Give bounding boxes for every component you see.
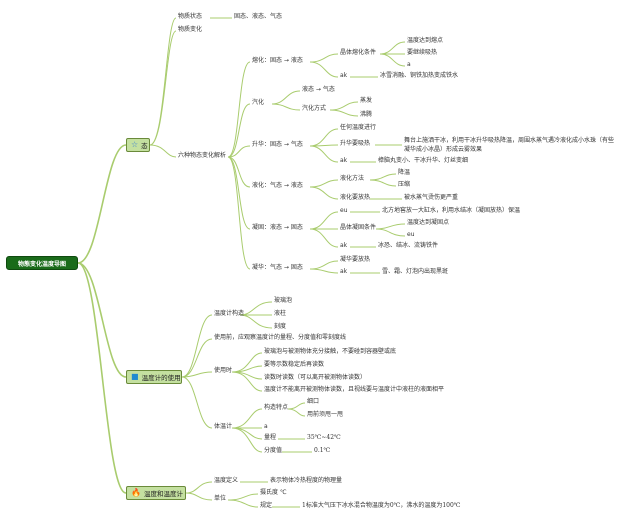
node-sublim-s1[interactable]: 任何温度进行	[340, 124, 377, 131]
node-before-use[interactable]: 使用前，应观察温度计的量程、分度值和零刻度线	[214, 334, 347, 341]
node-solid-c1[interactable]: 温度达到凝固点	[407, 219, 450, 226]
node-desub-ex-label[interactable]: ak	[340, 268, 348, 275]
node-six-changes[interactable]: 六种物态变化解析	[178, 152, 227, 159]
node-vapor-sub1[interactable]: 液态 → 气态	[302, 86, 335, 93]
node-struct-3[interactable]: 刻度	[274, 323, 287, 330]
node-solid-ex[interactable]: 北方地窖放一大缸水，利用水结冰（凝固放热）保温	[382, 207, 521, 214]
star-icon: ☆	[131, 140, 139, 149]
node-temp-unit[interactable]: 单位	[214, 495, 227, 502]
node-temp-def[interactable]: 温度定义	[214, 477, 239, 484]
root-node[interactable]: 物態变化温度导图	[6, 256, 78, 270]
node-melt-c3[interactable]: a	[407, 61, 411, 68]
node-thermo-range-label[interactable]: 量程	[264, 434, 277, 441]
node-melt-cond[interactable]: 晶体熔化条件	[340, 49, 377, 56]
node-during-1[interactable]: 玻璃泡与被测物体充分接触，不要碰到容器壁或底	[264, 348, 397, 355]
branch-state[interactable]: ☆ 态	[126, 138, 150, 152]
node-thermo-a[interactable]: a	[264, 423, 268, 430]
node-thermo[interactable]: 体温计	[214, 423, 233, 430]
node-melt-c1[interactable]: 温度达到熔点	[407, 37, 444, 44]
branch-temp[interactable]: 🔥 温度和温度计	[126, 486, 186, 500]
node-liquef-method[interactable]: 液化方法	[340, 175, 365, 182]
node-sublim[interactable]: 升华：固态 → 气态	[252, 141, 303, 148]
node-thermo-range-val[interactable]: 35℃~42℃	[307, 434, 341, 441]
node-desub-s1[interactable]: 凝华要放热	[340, 256, 371, 263]
node-sublim-ex[interactable]: 樟脑丸变小、干冰升华、灯丝变细	[378, 157, 469, 164]
node-temp-unit-1[interactable]: 摄氏度 ℃	[260, 489, 287, 496]
node-desub-ex[interactable]: 雪、霜、灯泡内出现黑斑	[382, 268, 449, 275]
node-thermo-f2[interactable]: 用前须甩一甩	[307, 411, 344, 418]
node-struct-2[interactable]: 液柱	[274, 310, 287, 317]
node-liquef[interactable]: 液化：气态 → 液态	[252, 182, 303, 189]
node-temp-def-val[interactable]: 表示物体冷热程度的物理量	[270, 477, 343, 484]
node-temp-unit-2-val[interactable]: 1标准大气压下冰水混合物温度为0℃，沸水的温度为100℃	[302, 502, 461, 509]
node-during-3[interactable]: 读数时读数（可以离开被测物体读数）	[264, 374, 367, 381]
node-temp-unit-2[interactable]: 规定	[260, 502, 273, 509]
node-during-2[interactable]: 要等示数稳定后再读数	[264, 361, 325, 368]
node-vapor-m1[interactable]: 蒸发	[360, 97, 373, 104]
node-solid-ex-label[interactable]: eu	[340, 207, 348, 214]
node-solid[interactable]: 凝固：液态 → 固态	[252, 224, 303, 231]
node-liquef-heat[interactable]: 液化要放热	[340, 194, 371, 201]
node-solid-cond[interactable]: 晶体凝固条件	[340, 224, 377, 231]
node-during-4[interactable]: 温度计不能离开被测物体读数，且视线要与温度计中液柱的液面相平	[264, 386, 445, 393]
node-solid-ex2[interactable]: 冰恐、结冰、流铸铁件	[378, 242, 439, 249]
node-sublim-s2a[interactable]: 舞台上施洒干冰，利用干冰升华吸热降温，周围水蒸气遇冷液化成小水珠（有些	[404, 137, 615, 144]
node-thermo-div-val[interactable]: 0.1℃	[314, 447, 331, 454]
node-melt-ex[interactable]: 冰雪消融、铜铁加热变成铁水	[380, 72, 459, 79]
node-liquef-heat-ex[interactable]: 被水蒸气烫伤更严重	[404, 194, 459, 201]
node-during-use[interactable]: 使用时	[214, 367, 233, 374]
node-vapor[interactable]: 汽化	[252, 99, 265, 106]
node-desub[interactable]: 凝华：气态 → 固态	[252, 264, 303, 271]
node-sublim-ex-label[interactable]: ak	[340, 157, 348, 164]
node-sublim-s2[interactable]: 升华要吸热	[340, 140, 371, 147]
square-icon: ■	[131, 372, 139, 381]
node-struct[interactable]: 温度计构造	[214, 310, 245, 317]
node-melt[interactable]: 熔化：固态 → 液态	[252, 57, 303, 64]
node-state-values[interactable]: 固态、液态、气态	[234, 13, 283, 20]
node-vapor-sub2[interactable]: 汽化方式	[302, 105, 327, 112]
branch-temp-label: 温度和温度计	[143, 490, 183, 498]
node-vapor-m2[interactable]: 沸腾	[360, 111, 373, 118]
fire-icon: 🔥	[131, 488, 141, 497]
node-melt-c2[interactable]: 要继续吸热	[407, 49, 438, 56]
node-melt-ex-label[interactable]: ak	[340, 72, 348, 79]
branch-usage-label: 温度计的使用	[141, 374, 181, 382]
node-liquef-m2[interactable]: 压缩	[398, 181, 411, 188]
node-state-types[interactable]: 物质状态	[178, 13, 203, 20]
branch-usage[interactable]: ■ 温度计的使用	[126, 370, 182, 384]
node-liquef-m1[interactable]: 降温	[398, 169, 411, 176]
root-label: 物態变化温度导图	[17, 260, 66, 268]
node-thermo-feature[interactable]: 构造特点	[264, 404, 289, 411]
node-thermo-div-label[interactable]: 分度值	[264, 447, 283, 454]
node-struct-1[interactable]: 玻璃泡	[274, 297, 293, 304]
branch-state-label: 态	[141, 142, 148, 150]
node-sublim-s2b[interactable]: 凝华成小冰晶）形成云雾效果	[404, 146, 483, 153]
node-state-change[interactable]: 物质变化	[178, 26, 203, 33]
node-solid-c2[interactable]: eu	[407, 231, 415, 238]
node-thermo-f1[interactable]: 细口	[307, 398, 320, 405]
node-solid-ex2-label[interactable]: ak	[340, 242, 348, 249]
